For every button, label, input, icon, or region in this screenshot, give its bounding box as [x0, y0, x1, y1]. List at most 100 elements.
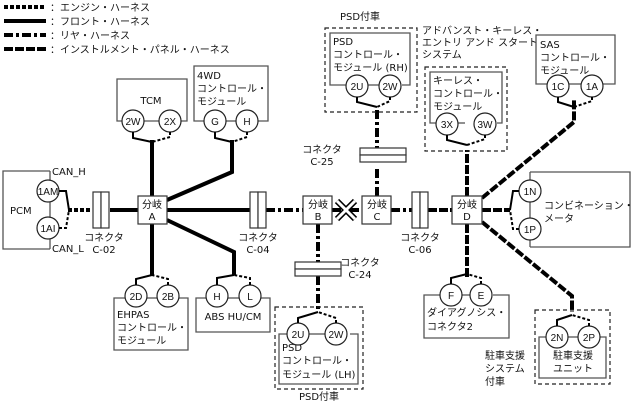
meter-pin-1p: 1P [524, 225, 537, 236]
tcm-label: TCM [139, 96, 161, 107]
sas-label: SAS [540, 40, 560, 51]
junction-d-id: D [463, 212, 471, 223]
psd-lh-pin-2w: 2W [329, 330, 345, 341]
keyless-label-2: コントロール・ [433, 89, 503, 100]
park-option-label: 駐車支援 [485, 349, 525, 362]
connector-c06-id: C-06 [408, 245, 431, 256]
combination-meter-module: コンビネーション・ メータ 1N 1P [509, 171, 634, 248]
connector-c24-label: コネクタ [340, 257, 380, 269]
connector-c24: コネクタ C-24 [294, 257, 380, 281]
keyless-option-frame [424, 66, 508, 152]
abs-label: ABS HU/CM [205, 312, 262, 323]
sas-module: SAS コントロール・ モジュール 1C 1A [535, 34, 616, 108]
abs-pin-h: H [213, 292, 220, 303]
psd-rh-module: PSD付車 PSD コントロール・ モジュール (RH) 2U 2W [324, 10, 418, 113]
park-option-label-3: 付車 [485, 375, 505, 388]
connector-c02-label: コネクタ [84, 232, 124, 244]
pcm-label: PCM [10, 206, 32, 217]
junction-c-id: C [374, 212, 381, 223]
connector-c02: コネクタ C-02 [84, 191, 124, 256]
psd-lh-label-2: コントロール・ [282, 356, 352, 367]
legend-rear-label: ：リヤ・ハーネス [50, 30, 130, 42]
connector-c25-id: C-25 [310, 157, 333, 168]
4wd-label-3: モジュール [197, 97, 246, 108]
psd-rh-option-frame [324, 27, 418, 113]
psd-lh-pin-2u: 2U [292, 330, 305, 341]
connector-c25-label: コネクタ [302, 144, 342, 156]
ehpas-pin-2b: 2B [162, 292, 175, 303]
wire-a-4wd [166, 140, 234, 202]
psd-rh-option-label: PSD付車 [340, 10, 380, 23]
keyless-option-label: アドバンスト・キーレス・ [422, 25, 542, 37]
diag-pin-f: F [448, 291, 454, 302]
keyless-module: アドバンスト・キーレス・ エントリ アンド スタート・ システム キーレス・ コ… [422, 25, 548, 152]
ehpas-module: EHPAS コントロール・ モジュール 2D 2B [113, 274, 189, 351]
junction-c: 分岐 C [361, 195, 392, 225]
wire-d-sas [480, 100, 576, 200]
junction-d-label: 分岐 [457, 198, 477, 211]
ehpas-pin-2d: 2D [130, 292, 143, 303]
psd-lh-label-3: モジュール (LH) [282, 370, 355, 381]
keyless-label-3: モジュール [433, 102, 482, 113]
keyless-label: キーレス・ [433, 76, 483, 87]
ehpas-label-3: モジュール [117, 336, 166, 347]
connector-c04-label: コネクタ [238, 232, 278, 244]
can-l-label: CAN_L [52, 244, 84, 255]
psd-lh-module: PSD コントロール・ モジュール (LH) 2U 2W PSD付車 [274, 306, 364, 403]
psd-rh-label: PSD [333, 37, 353, 48]
psd-rh-label-2: コントロール・ [333, 50, 403, 61]
park-option-label-2: システム [485, 363, 525, 375]
park-label-2: ユニット [553, 364, 593, 375]
junction-a-id: A [149, 212, 156, 223]
legend-engine-label: ：エンジン・ハーネス [50, 2, 150, 14]
psd-lh-option-frame [274, 306, 364, 390]
connector-c06-label: コネクタ [400, 232, 440, 244]
junction-a-label: 分岐 [142, 198, 162, 211]
pcm-module: PCM 1AM 1AI CAN_H CAN_L [2, 167, 86, 255]
park-label: 駐車支援 [553, 349, 593, 362]
parking-assist-module: 駐車支援 システム 付車 駐車支援 ユニット 2N 2P [485, 309, 611, 388]
4wd-label-2: コントロール・ [197, 84, 267, 95]
connector-c06: コネクタ C-06 [400, 191, 440, 256]
diag-pin-e: E [478, 291, 485, 302]
diagnosis-connector-module: ダイアグノシス・ コネクタ2 F E [423, 273, 510, 339]
junction-a: 分岐 A [137, 195, 168, 225]
junction-c-label: 分岐 [367, 198, 387, 211]
connector-c04: コネクタ C-04 [238, 191, 278, 256]
meter-pin-1n: 1N [524, 187, 537, 198]
junction-d: 分岐 D [451, 195, 483, 225]
psd-lh-label: PSD [282, 343, 302, 354]
legend: ：エンジン・ハーネス ：フロント・ハーネス ：リヤ・ハーネス ：インストルメント… [4, 2, 230, 56]
junction-b-label: 分岐 [308, 198, 328, 211]
diag-label-2: コネクタ2 [427, 321, 473, 333]
connector-c02-id: C-02 [92, 245, 115, 256]
sas-label-3: モジュール [540, 66, 589, 77]
psd-rh-pin-2w: 2W [383, 82, 399, 93]
sas-label-2: コントロール・ [540, 53, 610, 64]
tcm-pin-2w: 2W [126, 117, 142, 128]
sas-pin-1c: 1C [552, 82, 565, 93]
4wd-module: 4WD コントロール・ モジュール G H [193, 65, 269, 143]
tcm-pin-2x: 2X [164, 117, 177, 128]
connector-c25: コネクタ C-25 [302, 144, 407, 168]
wire-d-park [480, 220, 574, 312]
psd-rh-pin-2u: 2U [351, 82, 364, 93]
can-h-label: CAN_H [52, 167, 86, 178]
park-pin-2n: 2N [551, 333, 564, 344]
sas-pin-1a: 1A [586, 82, 599, 93]
keyless-pin-3w: 3W [478, 120, 494, 131]
connector-c24-id: C-24 [348, 270, 371, 281]
keyless-option-label-3: システム [422, 49, 462, 61]
tcm-module: TCM 2W 2X [116, 78, 188, 143]
terminator-cross-icon [334, 198, 358, 222]
psd-lh-option-label: PSD付車 [299, 390, 339, 403]
4wd-pin-g: G [211, 117, 219, 128]
keyless-pin-3x: 3X [441, 120, 454, 131]
meter-label: コンビネーション・ [544, 200, 634, 212]
psd-rh-label-3: モジュール (RH) [333, 63, 408, 74]
4wd-pin-h: H [243, 117, 250, 128]
junction-b: 分岐 B [302, 195, 333, 225]
meter-label-2: メータ [544, 213, 574, 225]
park-option-frame [534, 309, 611, 385]
